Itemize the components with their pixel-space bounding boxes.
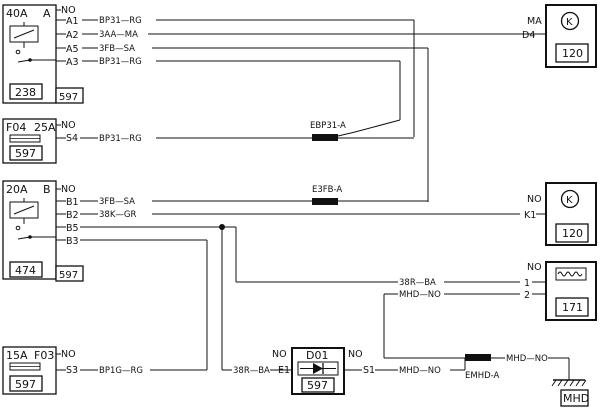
pin-b2: B2 [66, 210, 79, 221]
relay-k-icon [560, 11, 580, 31]
pin-a2: A2 [66, 30, 79, 41]
relay-474: 20A B 474 597 [2, 180, 84, 282]
component-171: 171 [545, 261, 597, 321]
pin-a3: A3 [66, 57, 79, 68]
comp-120-mid-pin: K1 [524, 210, 536, 221]
ground-label: MHD [563, 392, 589, 405]
splice-emhd [465, 354, 491, 361]
diode-no-right: NO [348, 349, 363, 360]
splice-e3fb [312, 198, 338, 205]
diode-wire-out-label: MHD—NO [399, 366, 441, 376]
relay-474-no: NO [61, 184, 76, 195]
comp-120-mid-symbol: K [566, 195, 573, 206]
wire-a5-label: 3FB—SA [99, 44, 135, 54]
diode-pin-out: S1 [363, 365, 375, 376]
comp-171-no: NO [527, 262, 542, 273]
comp-120-top-code: 120 [562, 47, 583, 60]
fuse-f03: 15A F03 597 [2, 346, 57, 395]
fuse-f04-label: F04 [6, 121, 26, 134]
pin-s3: S3 [66, 365, 78, 376]
fuse-f04-no: NO [61, 120, 76, 131]
comp-120-top-symbol: K [566, 17, 573, 28]
wire-38r-label: 38R—BA [399, 278, 436, 288]
relay-238-no: NO [61, 5, 76, 16]
fuse-f03-label: F03 [34, 349, 54, 362]
fuse-f03-rating: 15A [6, 349, 28, 362]
diode-no-left: NO [272, 349, 287, 360]
splice-e3fb-label: E3FB-A [312, 185, 342, 195]
relay-contact-icon [17, 236, 31, 240]
pin-s4: S4 [66, 133, 78, 144]
diode-d01: D01 597 [291, 347, 345, 395]
fuse-f04-rating: 25A [34, 121, 56, 134]
diode-wire-in-label: 38R—BA [233, 366, 270, 376]
comp-120-top-connector: MA [527, 16, 542, 27]
relay-contact-icon [17, 59, 31, 63]
wire-a1-label: BP31—RG [99, 16, 142, 26]
relay-238-ref: 597 [59, 92, 78, 103]
wire-a2-label: 3AA—MA [99, 30, 138, 40]
comp-120-top-pin: D4 [522, 30, 535, 41]
fuse-f03-no: NO [61, 349, 76, 360]
relay-474-letter: B [43, 183, 51, 196]
fuse-f04-ref: 597 [15, 147, 36, 160]
relay-238: 40A A 238 597 [2, 4, 84, 104]
component-120-top: K 120 [545, 4, 597, 68]
comp-120-mid-code: 120 [562, 227, 583, 240]
pin-a5: A5 [66, 44, 79, 55]
component-120-mid: K 120 [545, 182, 597, 246]
comp-171-code: 171 [562, 301, 583, 314]
relay-474-code: 474 [15, 264, 36, 277]
pin-a1: A1 [66, 16, 79, 27]
fuse-f03-ref: 597 [15, 378, 36, 391]
diode-ref: 597 [307, 379, 328, 392]
wire-b2-label: 38K—GR [99, 210, 136, 220]
heater-icon [555, 267, 587, 281]
wire-b1-label: 3FB—SA [99, 197, 135, 207]
relay-474-ref: 597 [59, 270, 78, 281]
wire-mhd-171-label: MHD—NO [399, 290, 441, 300]
fuse-f04: F04 25A 597 [2, 118, 57, 164]
relay-238-rating: 40A [6, 7, 28, 20]
pin-b1: B1 [66, 197, 79, 208]
pin-b5: B5 [66, 223, 79, 234]
ground-wire-label: MHD—NO [506, 354, 548, 364]
ground-icon [551, 379, 587, 387]
comp-120-mid-no: NO [527, 194, 542, 205]
relay-238-code: 238 [15, 86, 36, 99]
relay-474-rating: 20A [6, 183, 28, 196]
comp-171-pin2: 2 [524, 290, 530, 301]
pin-b3: B3 [66, 236, 79, 247]
diode-icon [313, 363, 323, 374]
wire-s4-label: BP31—RG [99, 134, 142, 144]
relay-238-letter: A [43, 7, 51, 20]
relay-k-icon [560, 189, 580, 209]
wire-s3-label: BP1G—RG [99, 366, 143, 376]
splice-ebp31 [312, 134, 338, 141]
splice-emhd-label: EMHD-A [465, 371, 500, 381]
wire-a3-label: BP31—RG [99, 57, 142, 67]
comp-171-pin1: 1 [524, 278, 530, 289]
splice-ebp31-label: EBP31-A [310, 121, 346, 131]
diode-label: D01 [306, 349, 328, 362]
